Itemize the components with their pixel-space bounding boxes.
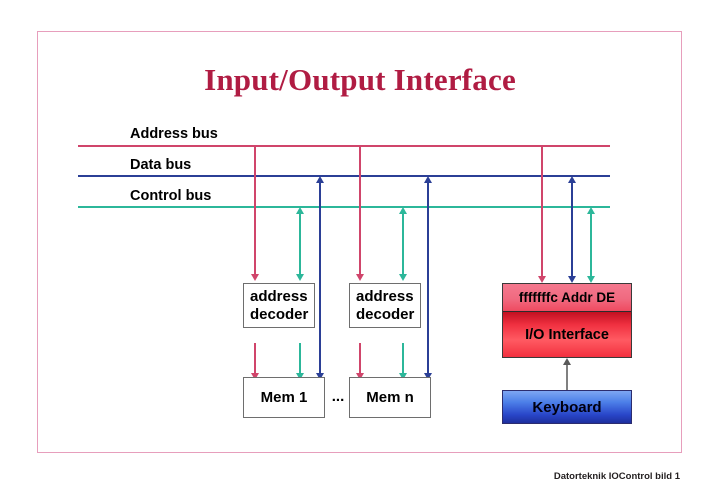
address-bus-label: Address bus [130,126,218,142]
address-decoder-2-line2: decoder [356,305,415,323]
control-line-to-decoder-1 [299,214,301,274]
address-decoder-box-1[interactable]: address decoder [243,283,315,328]
control-arrow-decoder-1-down [296,274,304,281]
memory-ellipsis: ... [331,388,345,405]
data-arrow-memory-2-down [424,373,432,380]
io-keyboard-connector-line [566,365,568,390]
data-bus-label: Data bus [130,157,192,173]
control-line-memory-1 [299,343,301,373]
address-decoder-1-line1: address [250,287,308,305]
decoder-1-select-line [254,343,256,373]
page-title: Input/Output Interface [204,62,516,97]
io-interface-box[interactable]: fffffffc Addr DE I/O Interface [502,283,632,358]
io-keyboard-connector-arrow [563,358,571,365]
address-decoder-1-line2: decoder [250,305,309,323]
address-line-to-decoder-2 [359,146,361,274]
memory-box-1[interactable]: Mem 1 [243,377,325,418]
address-arrow-decoder-2-head [356,274,364,281]
io-address-label: fffffffc Addr DE [503,284,631,312]
address-line-to-decoder-1 [254,146,256,274]
address-arrow-io-head [538,276,546,283]
slide-footer: Datorteknik IOControl bild 1 [553,471,680,482]
data-line-to-io [571,183,573,276]
address-decoder-2-line1: address [356,287,414,305]
data-arrow-io-up [568,176,576,183]
control-arrow-decoder-1-up [296,207,304,214]
address-line-to-io [541,146,543,276]
decoder-1-select-arrow [251,373,259,380]
io-interface-label: I/O Interface [503,312,631,357]
keyboard-label: Keyboard [532,398,602,416]
control-arrow-memory-2 [399,373,407,380]
control-line-to-decoder-2 [402,214,404,274]
slide-border-frame [37,31,682,453]
control-arrow-io-up [587,207,595,214]
control-bus-line [78,206,610,208]
memory-n-label: Mem n [366,388,414,406]
data-bus-line [78,175,610,177]
keyboard-box[interactable]: Keyboard [502,390,632,424]
address-bus-line [78,145,610,147]
control-arrow-decoder-2-up [399,207,407,214]
data-line-to-memory-1 [319,183,321,373]
control-line-memory-2 [402,343,404,373]
control-bus-label: Control bus [130,188,212,204]
control-arrow-io-down [587,276,595,283]
data-arrow-memory-1-down [316,373,324,380]
data-arrow-memory-2-up [424,176,432,183]
data-line-to-memory-2 [427,183,429,373]
decoder-2-select-arrow [356,373,364,380]
address-decoder-box-2[interactable]: address decoder [349,283,421,328]
data-arrow-io-down [568,276,576,283]
control-arrow-decoder-2-down [399,274,407,281]
address-arrow-decoder-1-head [251,274,259,281]
control-line-to-io [590,214,592,276]
memory-1-label: Mem 1 [260,388,308,406]
decoder-2-select-line [359,343,361,373]
control-arrow-memory-1 [296,373,304,380]
memory-box-n[interactable]: Mem n [349,377,431,418]
data-arrow-memory-1-up [316,176,324,183]
